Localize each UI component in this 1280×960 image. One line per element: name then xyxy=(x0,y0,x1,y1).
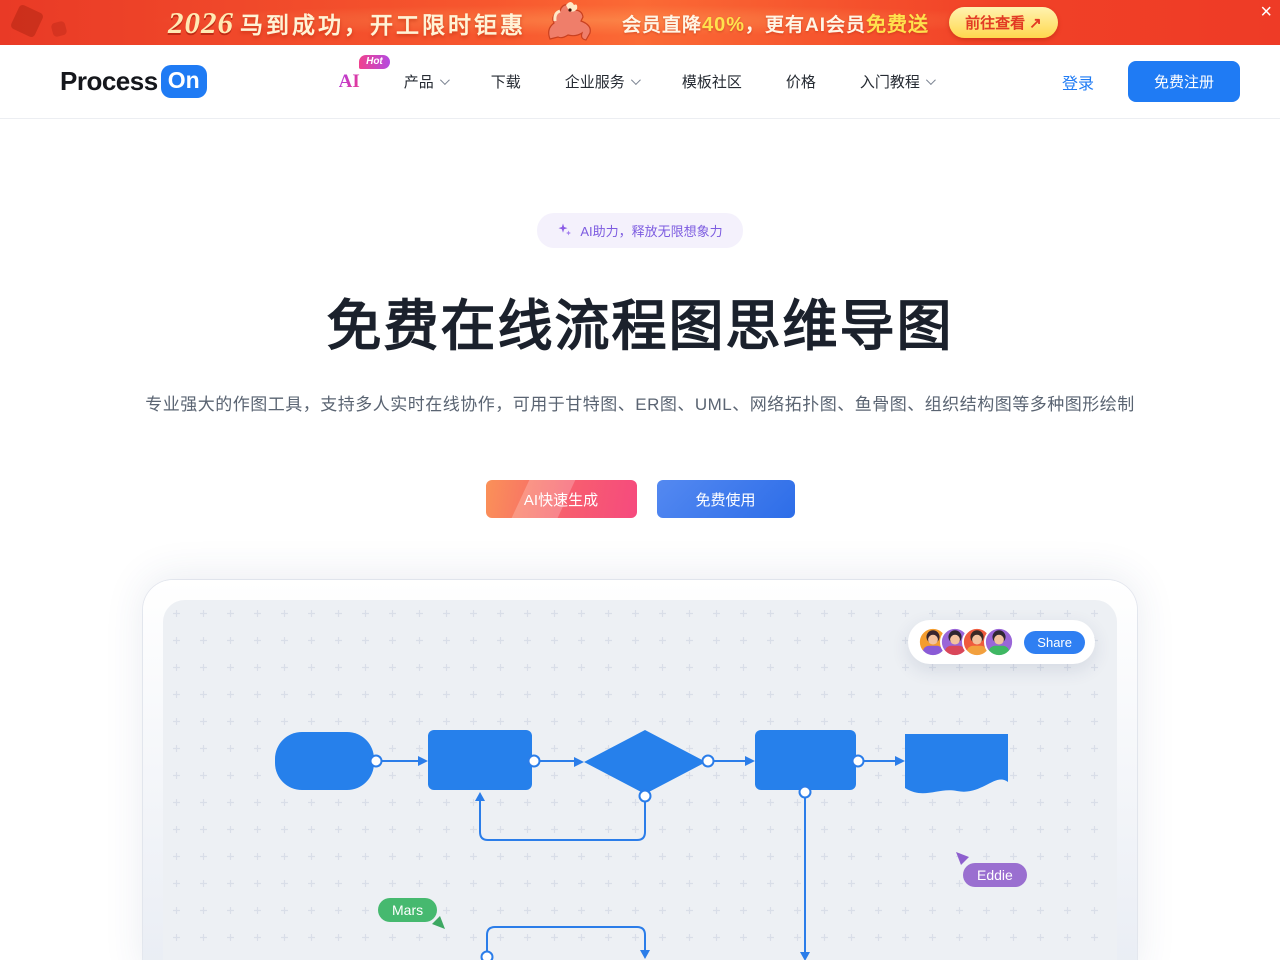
chevron-down-icon xyxy=(439,75,450,86)
logo-text: Process xyxy=(60,66,158,96)
flow-shape-decision xyxy=(584,730,706,794)
nav-item-download[interactable]: 下载 xyxy=(490,74,521,91)
nav-item-products[interactable]: 产品 xyxy=(404,71,450,92)
navbar: Process On AI Hot 产品 下载 企业服务 模板社区 价格 入门教… xyxy=(0,45,1280,119)
promo-banner: 2026 马到成功，开工限时钜惠 会员直降40%，更有AI会员免费送 前往查看↗… xyxy=(0,0,1280,45)
cursor-icon xyxy=(432,916,446,929)
banner-decoration xyxy=(9,3,45,39)
banner-year: 2026 xyxy=(168,4,234,40)
nav-menu: AI Hot 产品 下载 企业服务 模板社区 价格 入门教程 xyxy=(339,54,936,93)
processon-logo[interactable]: Process On xyxy=(60,65,207,98)
nav-item-enterprise[interactable]: 企业服务 xyxy=(565,71,641,92)
collaborator-avatars xyxy=(918,627,1015,657)
arrow-up-right-icon: ↗ xyxy=(1029,14,1042,32)
avatar xyxy=(984,627,1015,657)
flow-shape-document xyxy=(905,734,1008,794)
login-link[interactable]: 登录 xyxy=(1061,75,1094,93)
hero-cta-group: AI快速生成 免费使用 xyxy=(0,480,1280,518)
nav-right: 登录 免费注册 xyxy=(1062,61,1240,102)
banner-close-icon[interactable]: × xyxy=(1260,1,1272,23)
ai-badge-text: AI助力，释放无限想象力 xyxy=(580,224,723,239)
share-button[interactable]: Share xyxy=(1024,630,1085,654)
sparkles-icon xyxy=(557,222,572,240)
banner-headline: 马到成功，开工限时钜惠 xyxy=(240,11,526,38)
horse-mascot-icon xyxy=(540,0,596,46)
ai-badge-pill: AI助力，释放无限想象力 xyxy=(537,213,743,248)
free-use-button[interactable]: 免费使用 xyxy=(656,480,795,518)
avatar xyxy=(962,627,993,657)
flowchart-canvas: Share Mars Eddie xyxy=(163,600,1117,960)
flow-shapes xyxy=(275,730,1008,794)
flow-shape-terminator xyxy=(275,732,374,790)
share-pill: Share xyxy=(908,620,1095,664)
flow-arrowheads xyxy=(418,756,905,960)
cursor-label-mars: Mars xyxy=(378,898,446,929)
flow-connectors xyxy=(376,760,898,952)
cursor-label-eddie: Eddie xyxy=(956,852,1027,887)
page-subtitle: 专业强大的作图工具，支持多人实时在线协作，可用于甘特图、ER图、UML、网络拓扑… xyxy=(145,395,1135,414)
flow-shape-process-2 xyxy=(755,730,856,790)
chevron-down-icon xyxy=(630,75,641,86)
cursor-icon xyxy=(956,852,969,865)
demo-card: Share Mars Eddie xyxy=(143,580,1137,960)
hot-badge: Hot xyxy=(359,54,390,69)
nav-item-tutorials[interactable]: 入门教程 xyxy=(860,71,936,92)
nav-item-templates[interactable]: 模板社区 xyxy=(681,74,742,91)
connection-points xyxy=(369,754,865,960)
banner-decoration xyxy=(50,20,68,38)
flow-shape-process-1 xyxy=(428,730,532,790)
banner-promo-text: 会员直降40%，更有AI会员免费送 xyxy=(622,14,930,36)
hero-section: AI助力，释放无限想象力 免费在线流程图思维导图 专业强大的作图工具，支持多人实… xyxy=(0,119,1280,518)
logo-badge: On xyxy=(160,65,207,98)
signup-button[interactable]: 免费注册 xyxy=(1127,61,1240,102)
page-title: 免费在线流程图思维导图 xyxy=(326,295,954,357)
avatar xyxy=(918,627,949,657)
ai-generate-button[interactable]: AI快速生成 xyxy=(485,480,637,518)
banner-cta-button[interactable]: 前往查看↗ xyxy=(949,7,1058,38)
nav-item-pricing[interactable]: 价格 xyxy=(785,74,816,91)
chevron-down-icon xyxy=(925,75,936,86)
nav-item-ai[interactable]: AI Hot xyxy=(339,54,390,93)
